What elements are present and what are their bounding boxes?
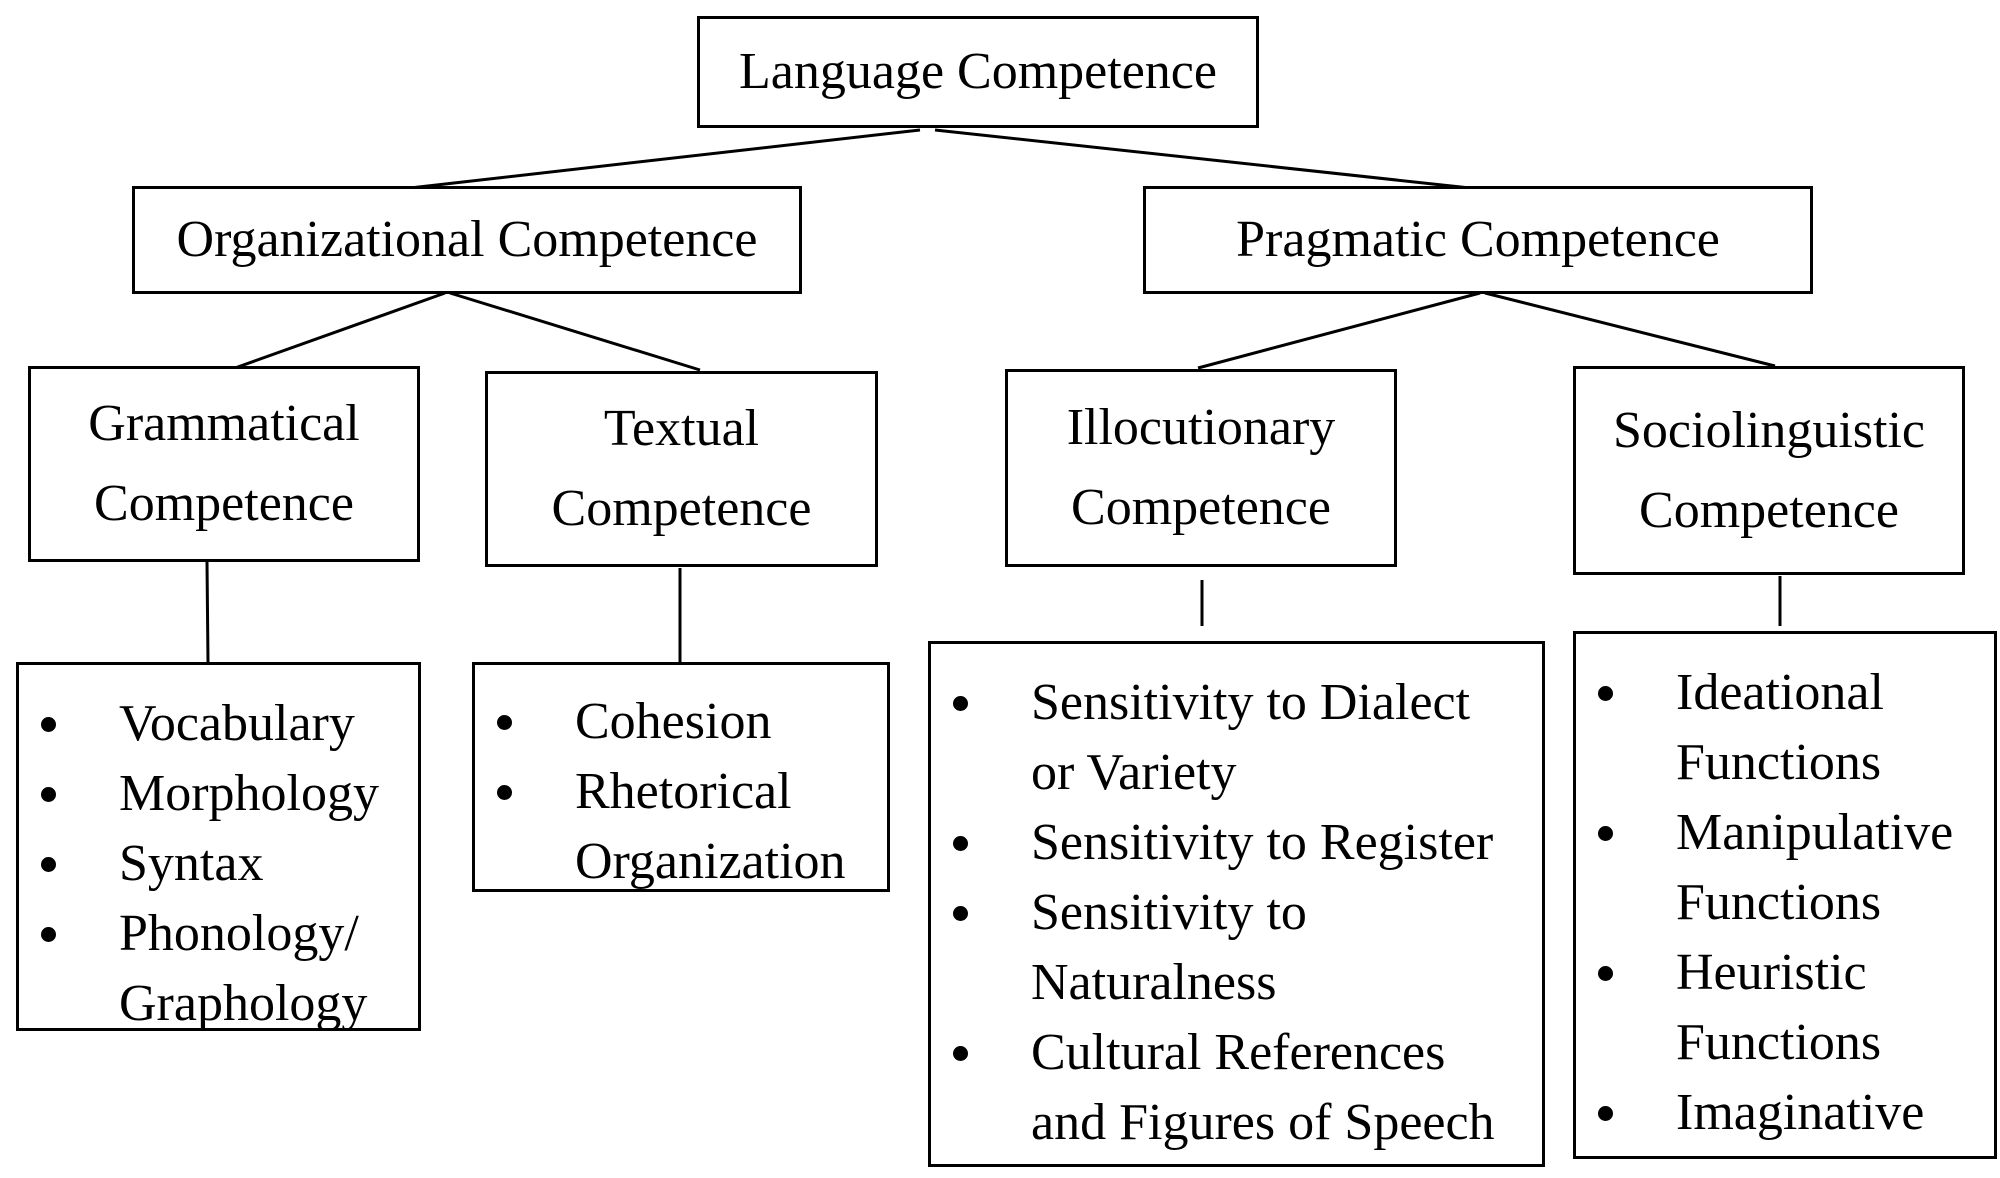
list-item-text-continued: Functions (1676, 1014, 1882, 1071)
node-label-line2: Competence (1071, 479, 1331, 536)
list-item-text: Syntax (119, 835, 264, 892)
list-item: Phonology/ Graphology (19, 899, 418, 1031)
list-item: Imaginative (1576, 1078, 1994, 1148)
list-item-text: Heuristic (1676, 944, 1867, 1001)
list-item: Ideational Functions (1576, 658, 1994, 798)
node-textual-competence: Textual Competence (485, 371, 878, 567)
edge-pragmatic-illocutionary (1197, 291, 1481, 370)
list-item: Manipulative Functions (1576, 798, 1994, 938)
list-item: Vocabulary (19, 689, 418, 759)
list-item-text-continued: Graphology (119, 975, 368, 1031)
list-illocutionary: Sensitivity to Dialect or Variety Sensit… (928, 641, 1545, 1167)
node-language-competence: Language Competence (697, 16, 1259, 128)
list-item-text: Manipulative (1676, 804, 1954, 861)
list-item-text: Imaginative (1676, 1084, 1925, 1141)
edge-organizational-grammatical (234, 291, 446, 370)
list-item-text: Phonology/ (119, 905, 359, 962)
list-item-text-continued: Naturalness (1031, 954, 1277, 1011)
list-textual-items: Cohesion Rhetorical Organization (475, 687, 887, 889)
edge-pragmatic-sociolinguistic (1484, 291, 1776, 368)
list-sociolinguistic: Ideational Functions Manipulative Functi… (1573, 631, 1997, 1159)
node-label-line2: Competence (94, 475, 354, 532)
list-item: Cultural References and Figures of Speec… (931, 1018, 1542, 1158)
edge-organizational-textual (449, 291, 701, 372)
node-organizational-competence: Organizational Competence (132, 186, 802, 294)
list-item: Heuristic Functions (1576, 938, 1994, 1078)
list-item-text-continued: Functions (1676, 874, 1882, 931)
list-grammatical: Vocabulary Morphology Syntax Phonology/ … (16, 662, 421, 1031)
list-item: Rhetorical Organization (475, 757, 887, 890)
node-label-line1: Grammatical (88, 395, 360, 452)
list-item: Sensitivity to Naturalness (931, 878, 1542, 1018)
edge-root-pragmatic (934, 128, 1471, 190)
list-item-text: Sensitivity to Register (1031, 814, 1494, 871)
node-label: Pragmatic Competence (1236, 211, 1720, 268)
node-grammatical-competence: Grammatical Competence (28, 366, 420, 562)
node-label: Organizational Competence (176, 211, 758, 268)
node-label-line1: Sociolinguistic (1613, 401, 1925, 459)
list-item: Sensitivity to Register (931, 808, 1542, 878)
list-item-text: Morphology (119, 765, 379, 822)
list-illocutionary-items: Sensitivity to Dialect or Variety Sensit… (931, 668, 1542, 1158)
node-label-line2: Competence (1639, 481, 1899, 539)
list-item: Syntax (19, 829, 418, 899)
list-item-text: Sensitivity to (1031, 884, 1307, 941)
node-illocutionary-competence: Illocutionary Competence (1005, 369, 1397, 567)
list-item-text-continued: or Variety (1031, 744, 1237, 801)
list-grammatical-items: Vocabulary Morphology Syntax Phonology/ … (19, 689, 418, 1028)
list-item-text-continued: Organization (575, 833, 846, 890)
list-item: Cohesion (475, 687, 887, 757)
node-pragmatic-competence: Pragmatic Competence (1143, 186, 1813, 294)
node-sociolinguistic-competence: Sociolinguistic Competence (1573, 366, 1965, 575)
node-label-line2: Competence (551, 480, 812, 537)
list-item-text-continued: Functions (1676, 734, 1882, 791)
list-item-text: Sensitivity to Dialect (1031, 674, 1471, 731)
list-textual: Cohesion Rhetorical Organization (472, 662, 890, 892)
list-sociolinguistic-items: Ideational Functions Manipulative Functi… (1576, 658, 1994, 1148)
edge-root-organizational (409, 128, 921, 190)
list-item-text: Rhetorical (575, 763, 792, 820)
list-item-text-continued: and Figures of Speech (1031, 1094, 1495, 1151)
list-item-text: Cultural References (1031, 1024, 1446, 1081)
list-item: Morphology (19, 759, 418, 829)
node-label-line1: Illocutionary (1066, 399, 1336, 456)
list-item: Sensitivity to Dialect or Variety (931, 668, 1542, 808)
list-item-text: Ideational (1676, 664, 1884, 721)
list-item-text: Cohesion (575, 693, 772, 750)
node-label-line1: Textual (603, 400, 760, 457)
node-label: Language Competence (739, 43, 1217, 100)
list-item-text: Vocabulary (119, 695, 355, 752)
edge-grammatical-list (205, 561, 210, 663)
